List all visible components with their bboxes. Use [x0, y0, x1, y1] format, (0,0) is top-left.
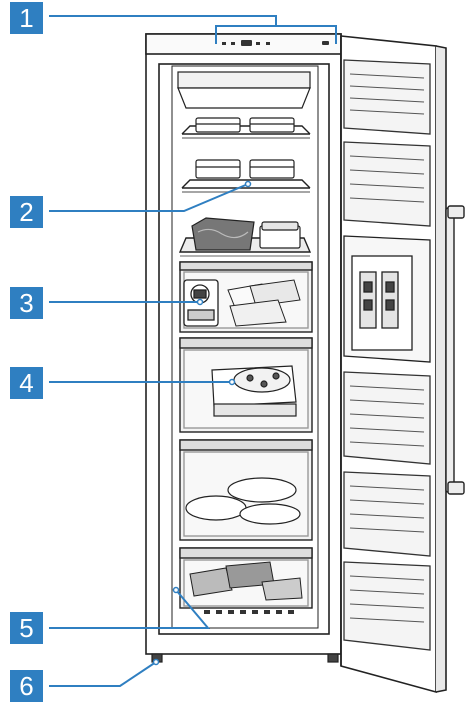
leader-dots — [152, 180, 252, 666]
door-shelf-slats — [349, 73, 425, 623]
callout-3: 3 — [10, 287, 43, 319]
callout-5: 5 — [10, 612, 43, 644]
leader-line-5 — [49, 589, 211, 629]
shelf-middle — [181, 179, 311, 193]
control-panel — [222, 40, 329, 46]
shelf-upper — [181, 125, 311, 139]
frozen-bags-1 — [227, 279, 301, 327]
callout-6: 6 — [10, 670, 43, 702]
leader-line-2 — [49, 183, 249, 212]
callout-2: 2 — [10, 196, 43, 228]
leader-line-6 — [49, 661, 157, 687]
frozen-food-3 — [185, 477, 301, 525]
frozen-food-4 — [189, 561, 303, 601]
door-ice-compartment — [343, 235, 431, 363]
door-handle — [445, 205, 465, 495]
ice-tray-2 — [195, 159, 295, 179]
callout-4: 4 — [10, 367, 43, 399]
food-on-shelf — [191, 217, 301, 251]
leader-lines — [49, 15, 337, 687]
leader-line-1b — [276, 25, 337, 44]
bottom-grille — [204, 610, 294, 614]
top-cover — [177, 71, 311, 109]
pizza-box — [211, 365, 297, 417]
callout-1: 1 — [10, 2, 43, 34]
ice-tray-1 — [195, 117, 295, 133]
adjustable-feet — [151, 653, 339, 663]
